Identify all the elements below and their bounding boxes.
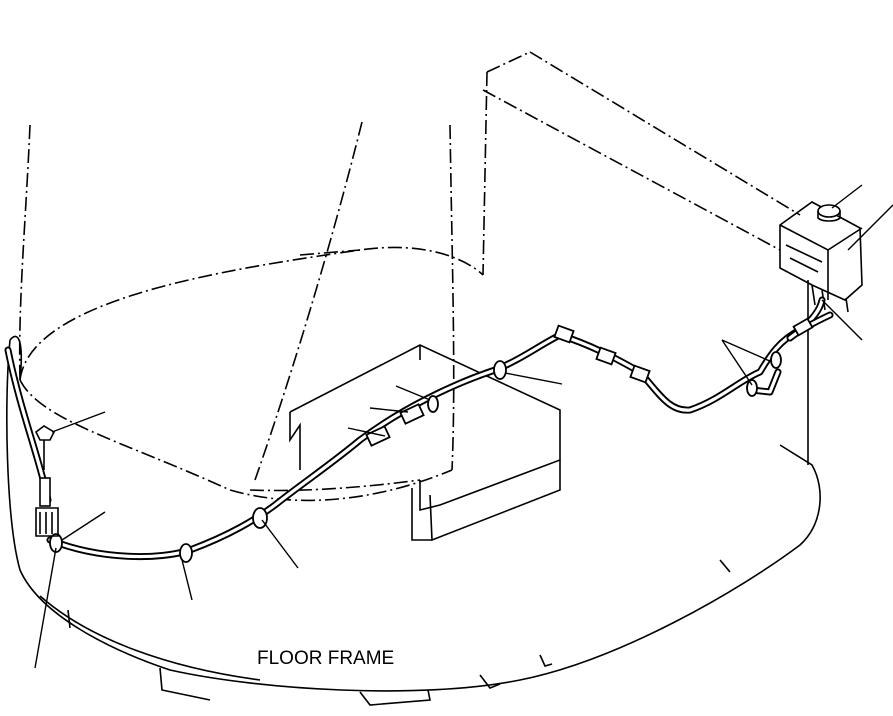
console-box xyxy=(289,344,561,542)
cab-outline xyxy=(18,51,801,502)
hose-clamps xyxy=(49,317,814,563)
floor-frame-label: FLOOR FRAME xyxy=(257,648,394,669)
washer-tank xyxy=(779,201,863,313)
check-valve-assembly xyxy=(34,425,59,537)
tank-cap xyxy=(817,204,841,218)
washer-hose xyxy=(4,296,834,561)
floor-frame xyxy=(6,280,821,706)
leader-lines xyxy=(34,184,893,669)
